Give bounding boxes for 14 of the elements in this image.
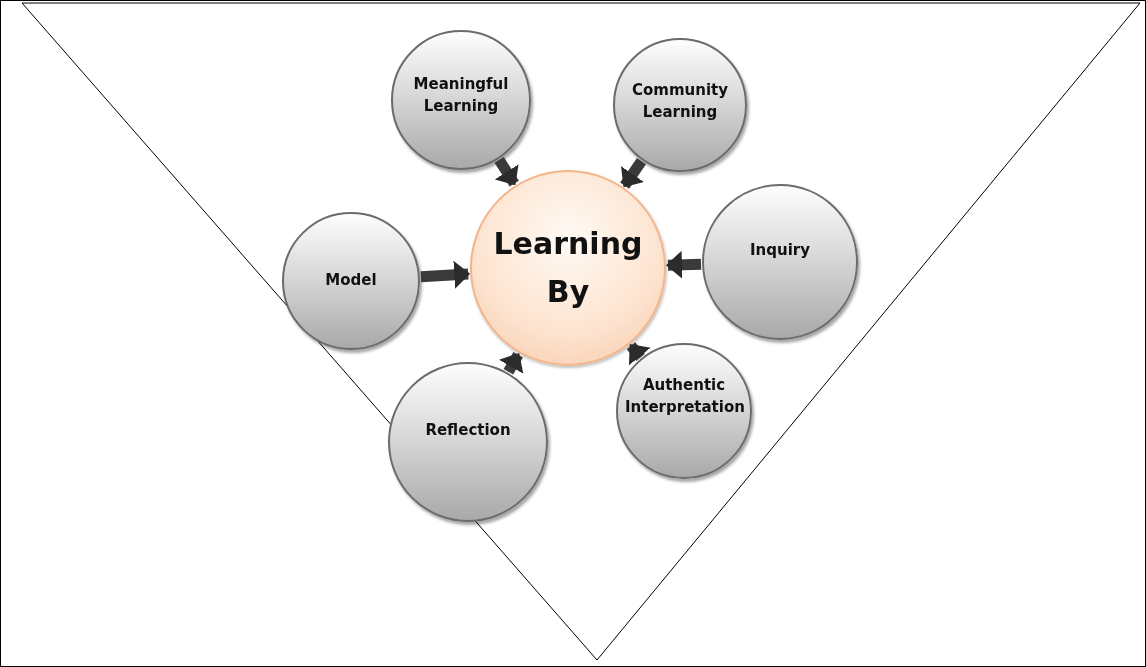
topic-circle <box>616 343 752 479</box>
block-arrow <box>494 156 519 187</box>
topic-label: Reflection <box>425 420 511 441</box>
topic-label: Authentic Interpretation <box>625 375 743 418</box>
block-arrow <box>420 260 471 289</box>
block-arrow <box>499 351 524 375</box>
topic-label: Inquiry <box>750 240 810 261</box>
block-arrow <box>665 250 702 279</box>
topic-label: Community Learning <box>631 80 729 123</box>
block-arrow <box>626 342 651 366</box>
topic-label: Model <box>325 270 377 291</box>
topic-label: Meaningful Learning <box>412 74 510 117</box>
center-label: Learning By <box>493 225 643 311</box>
block-arrow <box>620 157 647 189</box>
